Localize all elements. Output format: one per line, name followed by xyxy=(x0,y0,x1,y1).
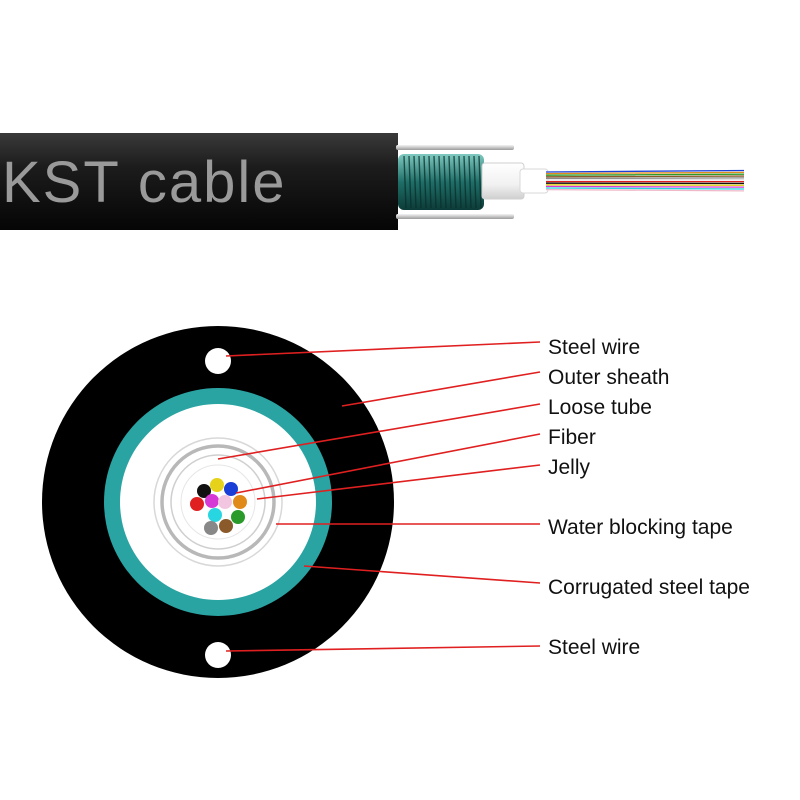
label-corrugated-steel-tape: Corrugated steel tape xyxy=(548,576,750,599)
exposed-steel-wire-bottom xyxy=(396,214,514,219)
fiber-core xyxy=(197,484,211,498)
fiber-core xyxy=(231,510,245,524)
leader-lines xyxy=(217,341,541,652)
leader-outer-sheath xyxy=(341,371,541,407)
fiber-core xyxy=(218,495,232,509)
loose-tube-side xyxy=(481,162,525,200)
corrugation-ridge xyxy=(408,155,412,209)
fiber-core xyxy=(208,508,222,522)
fiber-core xyxy=(204,521,218,535)
fiber-core xyxy=(205,494,219,508)
fiber-strand xyxy=(545,171,745,175)
fiber-core xyxy=(219,519,233,533)
leader-corrugated-steel-tape xyxy=(303,565,541,584)
corrugation-ridge xyxy=(478,155,482,209)
brand-text: KST cable xyxy=(2,150,287,215)
leader-steel-wire-bottom xyxy=(225,645,541,652)
inner-tube-side xyxy=(519,168,549,194)
leader-loose-tube xyxy=(217,403,541,460)
fiber-bundle-side xyxy=(545,169,745,192)
leader-steel-wire-top xyxy=(225,341,541,357)
fiber-strand xyxy=(545,184,745,186)
label-steel-wire-bottom: Steel wire xyxy=(548,636,640,659)
corrugation-ridge xyxy=(463,155,467,209)
corrugation-ridge xyxy=(428,155,432,209)
steel-wire-hole-top xyxy=(205,348,231,374)
corrugation-ridge xyxy=(468,155,472,209)
label-outer-sheath: Outer sheath xyxy=(548,366,669,389)
fiber-strand xyxy=(545,175,745,178)
leader-fiber xyxy=(235,433,541,494)
corrugation-ridge xyxy=(438,155,442,209)
corrugation-ridge xyxy=(413,155,417,209)
fiber-strand xyxy=(545,188,745,192)
corrugation-ridge xyxy=(473,155,477,209)
steel-wire-hole-bottom xyxy=(205,642,231,668)
fiber-strand xyxy=(545,187,745,190)
corrugation-ridge xyxy=(423,155,427,209)
corrugation-ridge xyxy=(448,155,452,209)
fiber-core xyxy=(210,478,224,492)
water-blocking-tape-outline xyxy=(153,437,283,567)
corrugation-ridge xyxy=(453,155,457,209)
corrugation-ridge xyxy=(443,155,447,209)
label-loose-tube: Loose tube xyxy=(548,396,652,419)
corrugation-ridge xyxy=(433,155,437,209)
cable-cross-section xyxy=(42,326,394,678)
fiber-core xyxy=(190,497,204,511)
fiber-group-section xyxy=(190,478,247,535)
fiber-strand xyxy=(545,173,745,176)
component-labels: Steel wire Outer sheath Loose tube Fiber… xyxy=(548,336,750,659)
label-fiber: Fiber xyxy=(548,426,596,449)
label-steel-wire-top: Steel wire xyxy=(548,336,640,359)
fiber-strand xyxy=(545,185,745,188)
cable-side-view: KST cable xyxy=(0,133,745,230)
exposed-steel-wire-top xyxy=(396,145,514,150)
label-water-blocking-tape: Water blocking tape xyxy=(548,516,733,539)
label-jelly: Jelly xyxy=(548,456,591,479)
fiber-core xyxy=(224,482,238,496)
corrugation-ridge xyxy=(403,155,407,209)
corrugation-ridge xyxy=(458,155,462,209)
fiber-strand xyxy=(545,177,745,180)
fiber-strand xyxy=(545,169,745,173)
corrugated-armor-side xyxy=(398,154,484,210)
leader-jelly xyxy=(256,464,541,500)
outer-sheath-jacket xyxy=(0,133,398,230)
fiber-core xyxy=(233,495,247,509)
corrugation-ridge xyxy=(418,155,422,209)
